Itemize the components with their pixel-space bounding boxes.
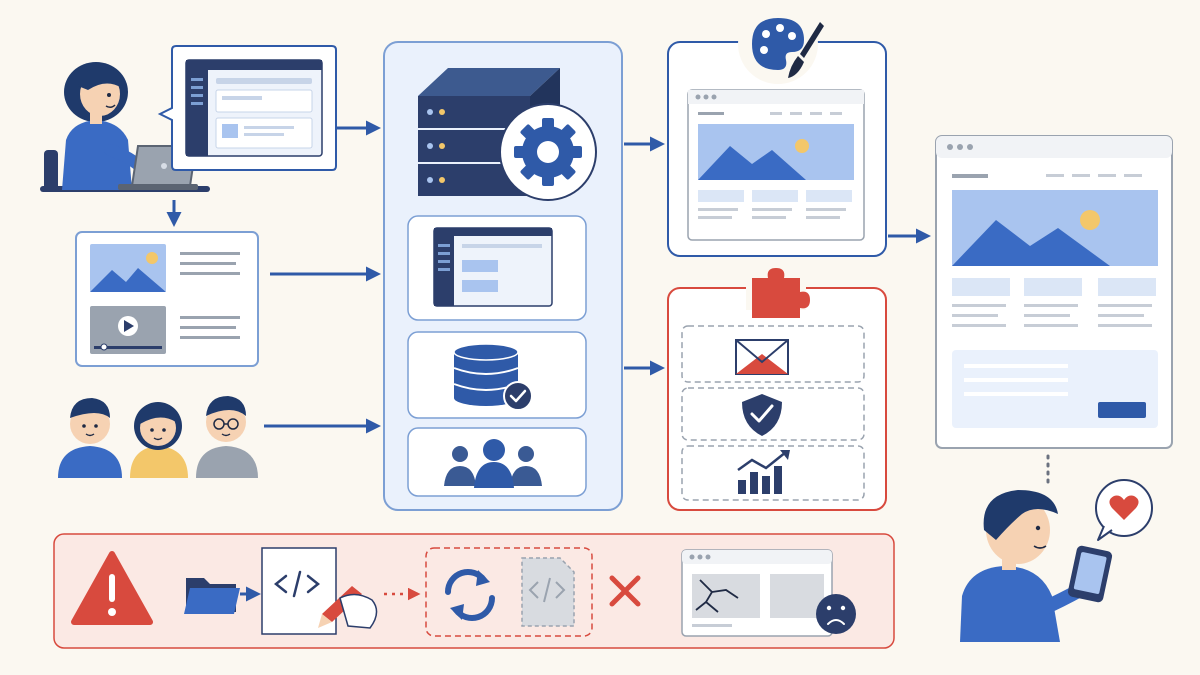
failed-update-box: [425, 547, 593, 637]
users-icon: [444, 439, 542, 488]
check-badge-icon: [503, 381, 533, 411]
pencil-edit-icon: [318, 586, 378, 629]
paintbrush-icon: [788, 22, 824, 78]
puzzle-piece-icon: [746, 268, 810, 318]
folder-icon: [184, 578, 240, 614]
cms-backend-panel: [383, 41, 623, 511]
broken-code-file-icon: [521, 557, 575, 627]
error-x-icon: [609, 575, 641, 607]
admin-ui-card: [407, 215, 587, 321]
published-website: [935, 135, 1173, 449]
email-icon: [735, 339, 789, 375]
sync-icon: [445, 569, 495, 621]
palette-icon: [738, 4, 818, 84]
phone-icon: [1067, 545, 1113, 603]
warning-icon: [71, 551, 153, 625]
theme-template-card: [667, 4, 887, 257]
user-group-illustration: [58, 396, 258, 478]
heart-speech-bubble-icon: [1095, 479, 1153, 541]
warning-strip: [53, 533, 895, 649]
sad-face-icon: [816, 594, 856, 634]
plugins-panel: [667, 268, 887, 511]
gear-icon: [499, 103, 597, 201]
cms-dashboard-screen: [157, 45, 337, 171]
broken-page-icon: [681, 549, 833, 637]
website-cta-button: [1098, 402, 1146, 418]
shield-icon: [742, 394, 782, 436]
media-content-card: [75, 231, 259, 367]
visitor-illustration: [960, 479, 1153, 642]
database-card: [407, 331, 587, 419]
users-card: [407, 427, 587, 497]
analytics-chart-icon: [737, 450, 790, 494]
